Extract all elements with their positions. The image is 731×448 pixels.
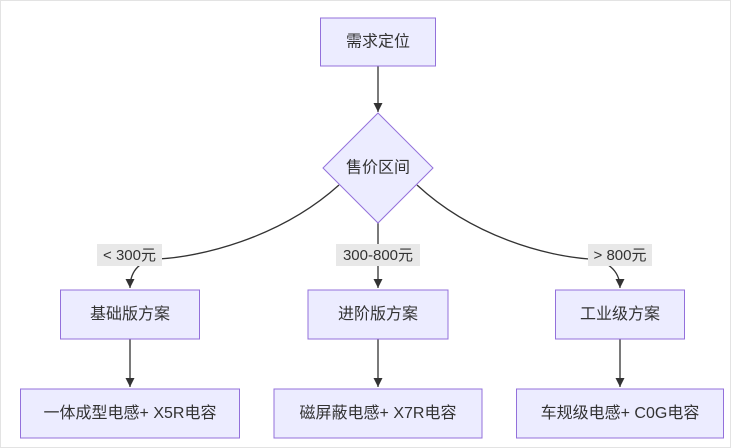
node-basic-box: [60, 289, 200, 340]
node-basic-detail: 一体成型电感+ X5R电容: [20, 388, 240, 439]
edge-label-text: > 800元: [594, 247, 647, 264]
node-industrial-label: 工业级方案: [580, 305, 660, 323]
edge-label-300-800: 300-800元: [336, 244, 420, 266]
node-advanced-detail-box: [273, 388, 483, 439]
node-basic-detail-label: 一体成型电感+ X5R电容: [44, 404, 217, 422]
edge-label-bg: [97, 244, 162, 266]
edge-label-text: 300-800元: [343, 247, 413, 264]
node-start-label: 需求定位: [346, 33, 410, 51]
node-industrial-detail-label: 车规级电感+ C0G电容: [541, 404, 700, 422]
node-advanced-detail: 磁屏蔽电感+ X7R电容: [273, 388, 483, 439]
node-basic-label: 基础版方案: [90, 305, 170, 323]
node-basic: 基础版方案: [60, 289, 200, 340]
edge-decision-industrial: [416, 184, 625, 289]
node-industrial-detail-box: [516, 388, 724, 439]
node-industrial: 工业级方案: [555, 289, 685, 340]
edge-label-over-800: > 800元: [588, 244, 652, 266]
node-advanced-label: 进阶版方案: [338, 305, 418, 323]
edge-label-bg: [588, 244, 652, 266]
edge-label-text: < 300元: [103, 247, 156, 264]
node-decision-label: 售价区间: [346, 159, 410, 177]
node-advanced-box: [307, 289, 449, 340]
node-industrial-box: [555, 289, 685, 340]
node-industrial-detail: 车规级电感+ C0G电容: [516, 388, 724, 439]
node-advanced-detail-label: 磁屏蔽电感+ X7R电容: [300, 404, 457, 422]
node-decision: 售价区间: [322, 112, 434, 224]
edge-label-bg: [336, 244, 420, 266]
node-basic-detail-box: [20, 388, 240, 439]
node-start: 需求定位: [320, 17, 436, 67]
node-advanced: 进阶版方案: [307, 289, 449, 340]
node-decision-diamond: [322, 112, 434, 224]
edge-label-under-300: < 300元: [97, 244, 162, 266]
edge-decision-basic: [125, 184, 340, 289]
node-start-box: [320, 17, 436, 67]
